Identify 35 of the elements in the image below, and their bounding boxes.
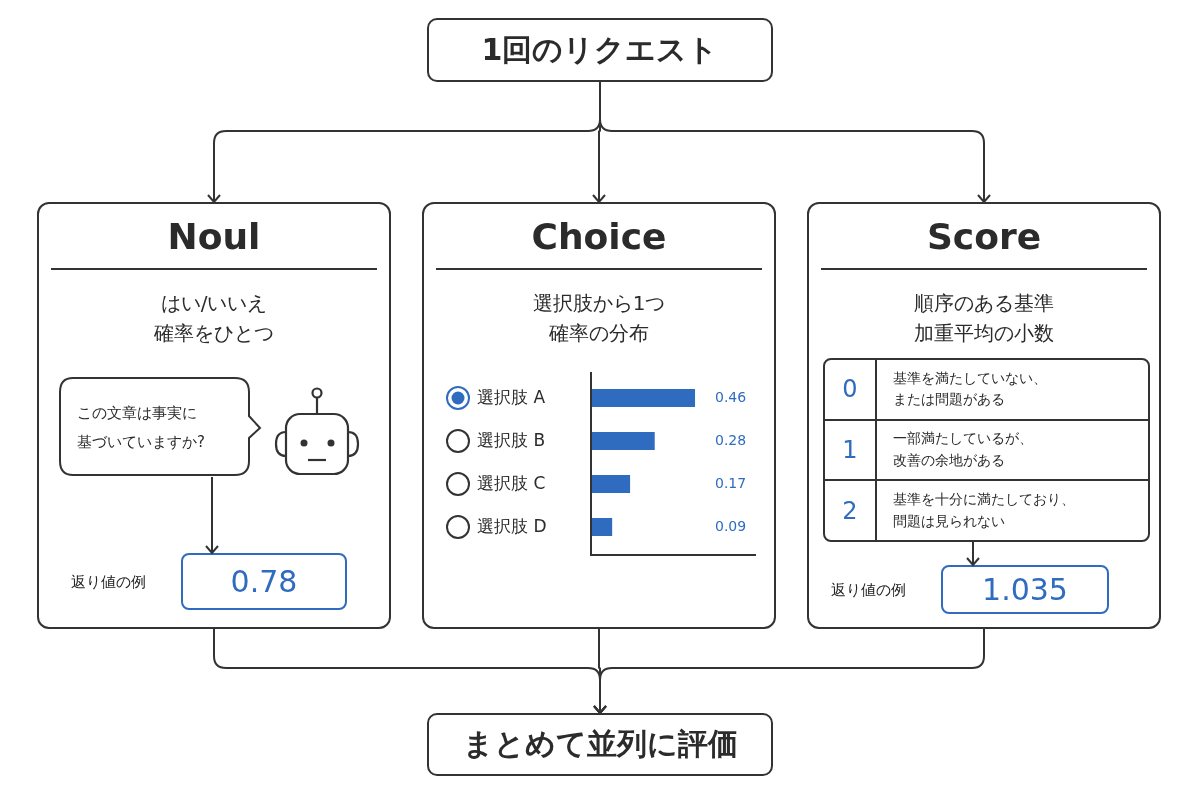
speech-bubble xyxy=(59,377,261,477)
option-label: 選択肢 B xyxy=(477,429,546,452)
option-label: 選択肢 A xyxy=(477,386,546,409)
panel-title: Score xyxy=(925,216,1043,257)
value-label: 0.46 xyxy=(715,389,747,405)
return-value-box: 1.035 xyxy=(941,565,1109,614)
return-value-caption: 返り値の例 xyxy=(71,571,146,592)
value-label: 0.09 xyxy=(715,518,747,534)
process-box: 1回のリクエスト xyxy=(427,18,773,82)
value-label: 0.17 xyxy=(715,475,747,491)
method-panel xyxy=(807,202,1161,629)
score-number: 1 xyxy=(825,418,877,480)
score-description: 基準を満たしていない、または問題がある xyxy=(893,368,1047,410)
score-description: 基準を十分に満たしており、問題は見られない xyxy=(893,489,1075,531)
score-description: 一部満たしているが、改善の余地がある xyxy=(893,429,1033,470)
panel-description: はい/いいえ確率をひとつ xyxy=(153,290,275,347)
method-panel xyxy=(37,202,391,629)
question-text: この文章は事実に基づいていますか? xyxy=(77,403,206,453)
rubric-table xyxy=(823,358,1150,542)
panel-title: Noul xyxy=(166,216,262,257)
process-box: まとめて並列に評価 xyxy=(427,713,773,776)
option-label: 選択肢 D xyxy=(477,515,547,538)
option-label: 選択肢 C xyxy=(477,472,546,495)
panel-title: Choice xyxy=(530,216,668,257)
arrow xyxy=(593,628,985,714)
return-value-box: 0.78 xyxy=(181,553,347,610)
panel-description: 順序のある基準加重平均の小数 xyxy=(913,290,1055,347)
return-value-caption: 返り値の例 xyxy=(831,579,906,600)
method-panel xyxy=(422,202,776,629)
value-label: 0.28 xyxy=(715,432,747,448)
arrow xyxy=(205,476,219,554)
arrow xyxy=(966,541,980,566)
panel-description: 選択肢から1つ確率の分布 xyxy=(531,290,667,347)
score-number: 2 xyxy=(825,479,877,540)
score-number: 0 xyxy=(825,360,877,419)
